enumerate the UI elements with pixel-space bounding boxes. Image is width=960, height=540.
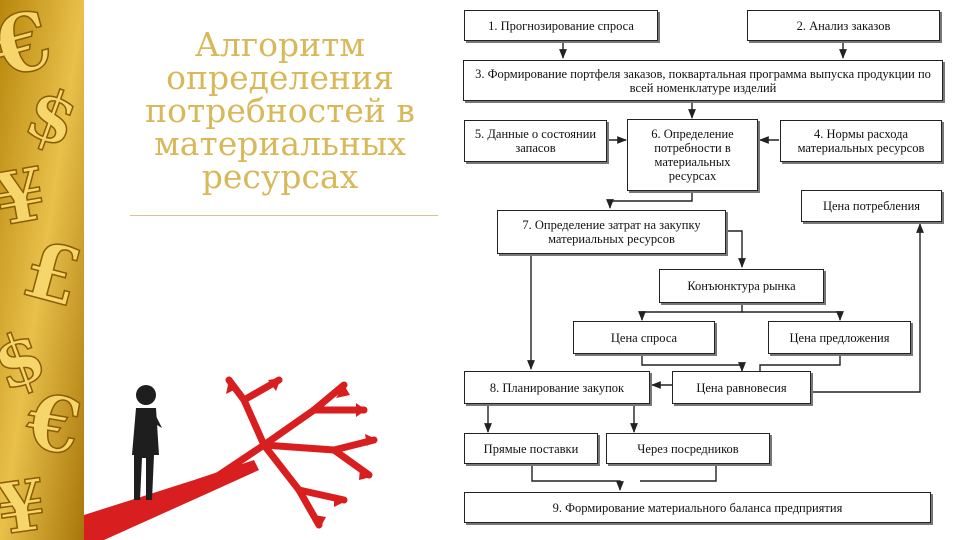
title-line: Алгоритм	[194, 25, 366, 64]
title-line: потребностей в	[145, 91, 415, 130]
step-9-material-balance: 9. Формирование материального баланса пр…	[464, 492, 931, 523]
decision-arrows-illustration	[84, 376, 378, 540]
consumption-price: Цена потребления	[801, 190, 942, 222]
step-2-order-analysis: 2. Анализ заказов	[747, 10, 940, 41]
step-3-order-portfolio: 3. Формирование портфеля заказов, поквар…	[463, 60, 943, 101]
through-intermediaries: Через посредников	[606, 433, 770, 464]
supply-price: Цена предложения	[768, 321, 911, 354]
step-7-purchase-costs: 7. Определение затрат на закупку материа…	[497, 210, 726, 254]
direct-deliveries: Прямые поставки	[464, 433, 598, 464]
currency-pattern-image: € $ ¥ £ $ € ¥	[0, 0, 84, 540]
step-5-inventory-data: 5. Данные о состоянии запасов	[464, 120, 607, 162]
slide-title: Алгоритм определения потребностей в мате…	[130, 28, 430, 193]
step-6-material-needs: 6. Определение потребности в материальны…	[627, 119, 758, 191]
title-line: определения	[166, 58, 394, 97]
title-divider	[130, 215, 438, 216]
step-8-purchase-planning: 8. Планирование закупок	[464, 371, 650, 404]
demand-price: Цена спроса	[573, 321, 715, 354]
title-line: материальных	[154, 124, 406, 163]
step-4-consumption-norms: 4. Нормы расхода материальных ресурсов	[780, 120, 942, 162]
step-1-demand-forecasting: 1. Прогнозирование спроса	[464, 10, 658, 41]
title-line: ресурсах	[201, 157, 359, 196]
currency-decoration: € $ ¥ £ $ € ¥	[0, 0, 84, 540]
equilibrium-price: Цена равновесия	[672, 371, 811, 404]
market-conjuncture: Конъюнктура рынка	[659, 269, 824, 303]
